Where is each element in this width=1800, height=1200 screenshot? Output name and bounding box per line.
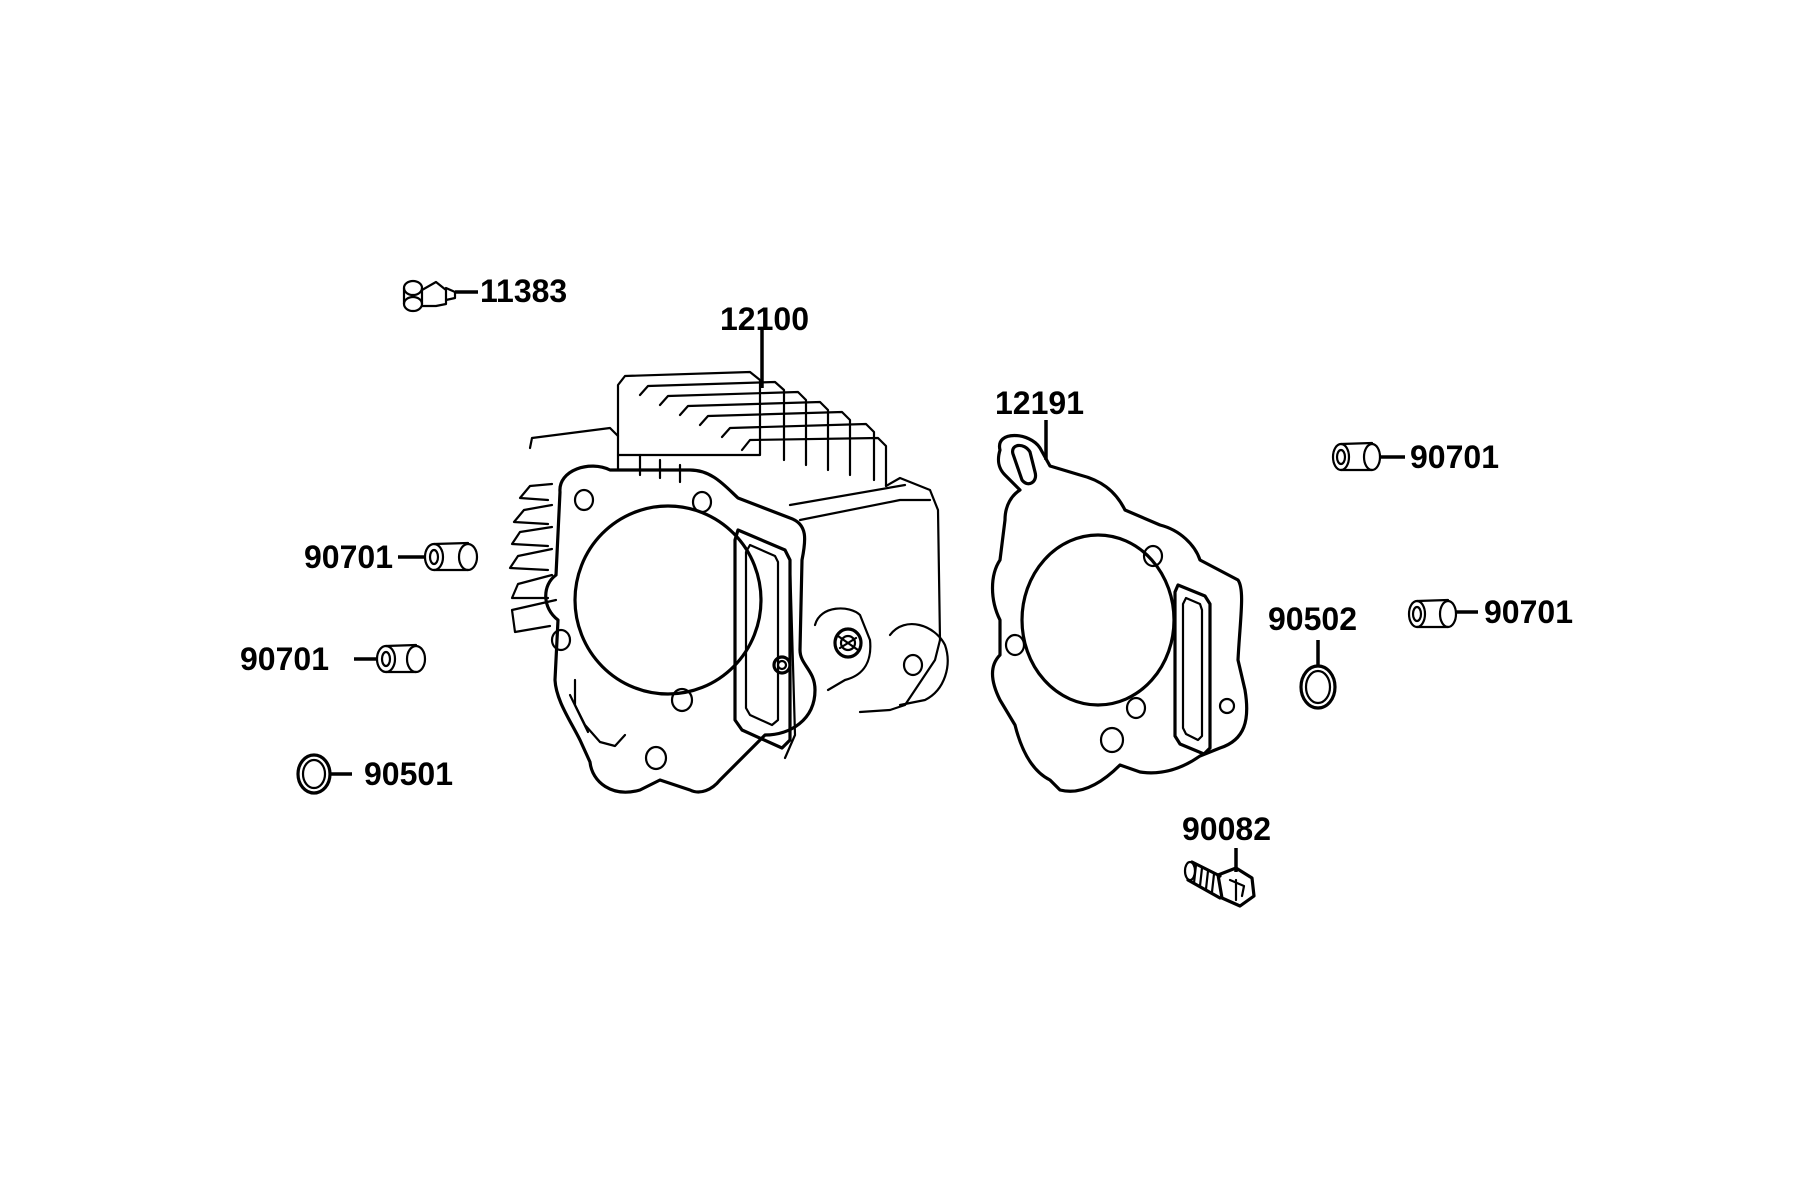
- part-12100-cylinder: [508, 330, 949, 794]
- label-12100: 12100: [720, 301, 809, 337]
- part-90701-dowel-right: [1407, 598, 1478, 629]
- part-90082-bolt: [1183, 848, 1256, 908]
- part-11383-fitting: [402, 279, 478, 313]
- label-90082: 90082: [1182, 811, 1271, 847]
- label-90701-right: 90701: [1484, 594, 1573, 630]
- label-11383: 11383: [480, 273, 567, 309]
- label-90501: 90501: [364, 756, 453, 792]
- part-12191-gasket: [990, 420, 1249, 793]
- label-90701-top-right: 90701: [1410, 439, 1499, 475]
- part-90501-o-ring: [296, 753, 352, 795]
- part-90502-o-ring: [1299, 640, 1337, 710]
- label-90502: 90502: [1268, 601, 1357, 637]
- label-90701-left-upper: 90701: [304, 539, 393, 575]
- label-12191: 12191: [995, 385, 1084, 421]
- part-90701-dowel-left-lower: [354, 643, 427, 674]
- part-90701-dowel-top-right: [1331, 441, 1405, 472]
- part-90701-dowel-left-upper: [398, 541, 479, 572]
- label-90701-left-lower: 90701: [240, 641, 329, 677]
